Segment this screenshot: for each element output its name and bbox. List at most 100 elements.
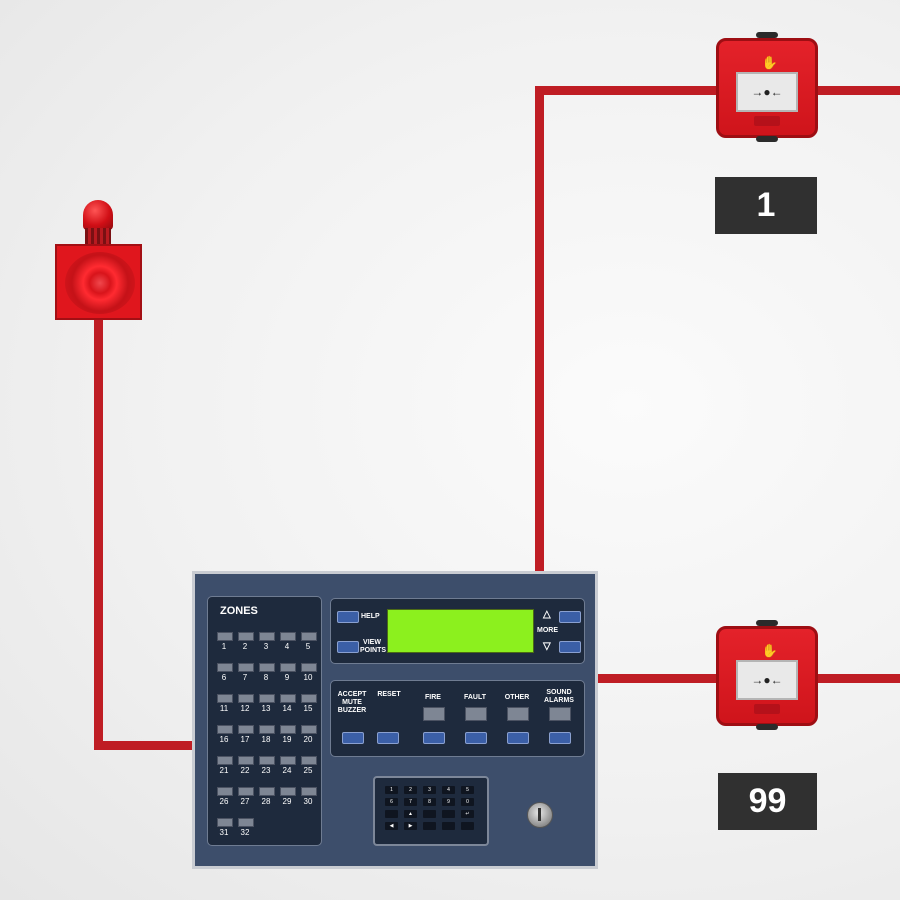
keypad-key[interactable] xyxy=(442,822,455,830)
keypad-key[interactable]: 8 xyxy=(423,798,436,806)
zone-led xyxy=(238,725,254,734)
zone-led xyxy=(217,787,233,796)
fire-button[interactable] xyxy=(423,732,445,744)
other-indicator xyxy=(507,707,529,721)
zone-indicator: 19 xyxy=(279,725,299,744)
zone-indicator: 8 xyxy=(258,663,278,682)
zone-led xyxy=(301,756,317,765)
accept-mute-buzzer-label: ACCEPT MUTE BUZZER xyxy=(337,691,367,714)
cp-top-nub xyxy=(756,620,778,626)
cp-glass: →●← xyxy=(736,72,798,112)
zone-indicator: 22 xyxy=(237,756,257,775)
zone-led xyxy=(238,663,254,672)
lcd-display xyxy=(387,609,534,653)
zone-indicator: 28 xyxy=(258,787,278,806)
zone-indicator: 5 xyxy=(300,632,320,651)
zone-led xyxy=(301,694,317,703)
zone-number: 30 xyxy=(303,797,313,806)
keypad-key[interactable]: 2 xyxy=(404,786,417,794)
keypad-key[interactable] xyxy=(385,810,398,818)
zone-indicator: 29 xyxy=(279,787,299,806)
zone-led xyxy=(217,818,233,827)
zone-led xyxy=(259,632,275,641)
view-points-button[interactable] xyxy=(337,641,359,653)
cp-top-nub xyxy=(756,32,778,38)
zone-number: 23 xyxy=(261,766,271,775)
sounder-body xyxy=(55,244,142,320)
scroll-down-button[interactable] xyxy=(559,641,581,653)
keypad-key[interactable]: ▲ xyxy=(404,810,417,818)
keypad-key[interactable]: 7 xyxy=(404,798,417,806)
up-arrow-icon: △ xyxy=(543,609,551,620)
other-button[interactable] xyxy=(507,732,529,744)
zone-led xyxy=(217,725,233,734)
zone-led xyxy=(217,663,233,672)
zone-led xyxy=(238,756,254,765)
zone-led xyxy=(280,756,296,765)
zone-indicator: 31 xyxy=(216,818,236,837)
other-label: OTHER xyxy=(504,694,530,701)
accept-mute-buzzer-button[interactable] xyxy=(342,732,364,744)
zone-led xyxy=(259,725,275,734)
hand-press-icon: ✋ xyxy=(761,55,779,70)
zone-led xyxy=(238,632,254,641)
zone-led xyxy=(280,725,296,734)
zone-indicator: 9 xyxy=(279,663,299,682)
keypad-key[interactable]: 5 xyxy=(461,786,474,794)
keypad-key[interactable]: 3 xyxy=(423,786,436,794)
zone-led xyxy=(238,787,254,796)
zone-indicator: 10 xyxy=(300,663,320,682)
keypad-key[interactable]: ▶ xyxy=(404,822,417,830)
keypad-key[interactable]: ◀ xyxy=(385,822,398,830)
zone-number: 28 xyxy=(261,797,271,806)
zone-number: 9 xyxy=(284,673,290,682)
zone-number: 27 xyxy=(240,797,250,806)
keypad-key[interactable] xyxy=(423,810,436,818)
sound-alarms-button[interactable] xyxy=(549,732,571,744)
keypad-key[interactable]: 1 xyxy=(385,786,398,794)
keypad-key[interactable]: ↵ xyxy=(461,810,474,818)
keypad-key[interactable]: 4 xyxy=(442,786,455,794)
zone-led xyxy=(217,694,233,703)
hand-press-icon: ✋ xyxy=(761,643,779,658)
device-label-1: 1 xyxy=(715,177,817,234)
zone-indicator: 3 xyxy=(258,632,278,651)
more-label: MORE xyxy=(537,627,558,634)
lock-slot xyxy=(538,808,541,821)
zones-title: ZONES xyxy=(220,605,258,617)
scroll-up-button[interactable] xyxy=(559,611,581,623)
fault-label: FAULT xyxy=(463,694,487,701)
zone-led xyxy=(280,787,296,796)
zone-number: 6 xyxy=(221,673,227,682)
zone-led xyxy=(280,694,296,703)
reset-button[interactable] xyxy=(377,732,399,744)
wire-sounder-vertical xyxy=(94,318,103,750)
zone-number: 25 xyxy=(303,766,313,775)
manual-call-point-1: ✋ →●← xyxy=(716,32,818,144)
zone-number: 12 xyxy=(240,704,250,713)
zone-indicator: 6 xyxy=(216,663,236,682)
down-arrow-icon: ▽ xyxy=(543,641,551,652)
keypad-key[interactable]: 6 xyxy=(385,798,398,806)
help-button[interactable] xyxy=(337,611,359,623)
reset-label: RESET xyxy=(377,691,401,698)
keypad-key[interactable] xyxy=(442,810,455,818)
keypad-key[interactable]: 0 xyxy=(461,798,474,806)
keypad-key[interactable] xyxy=(461,822,474,830)
zone-indicator: 20 xyxy=(300,725,320,744)
wire-loop-vertical xyxy=(535,86,544,573)
sound-alarms-indicator xyxy=(549,707,571,721)
cp-body: ✋ →●← xyxy=(716,38,818,138)
key-switch-lock-icon[interactable] xyxy=(527,802,553,828)
sound-alarms-label: SOUND ALARMS xyxy=(544,689,574,704)
zone-indicator: 27 xyxy=(237,787,257,806)
beacon-light xyxy=(83,200,113,230)
keypad-key[interactable]: 9 xyxy=(442,798,455,806)
keypad-key[interactable] xyxy=(423,822,436,830)
zone-indicator: 24 xyxy=(279,756,299,775)
zone-led xyxy=(301,663,317,672)
fault-button[interactable] xyxy=(465,732,487,744)
zone-indicator: 12 xyxy=(237,694,257,713)
zone-indicator: 14 xyxy=(279,694,299,713)
